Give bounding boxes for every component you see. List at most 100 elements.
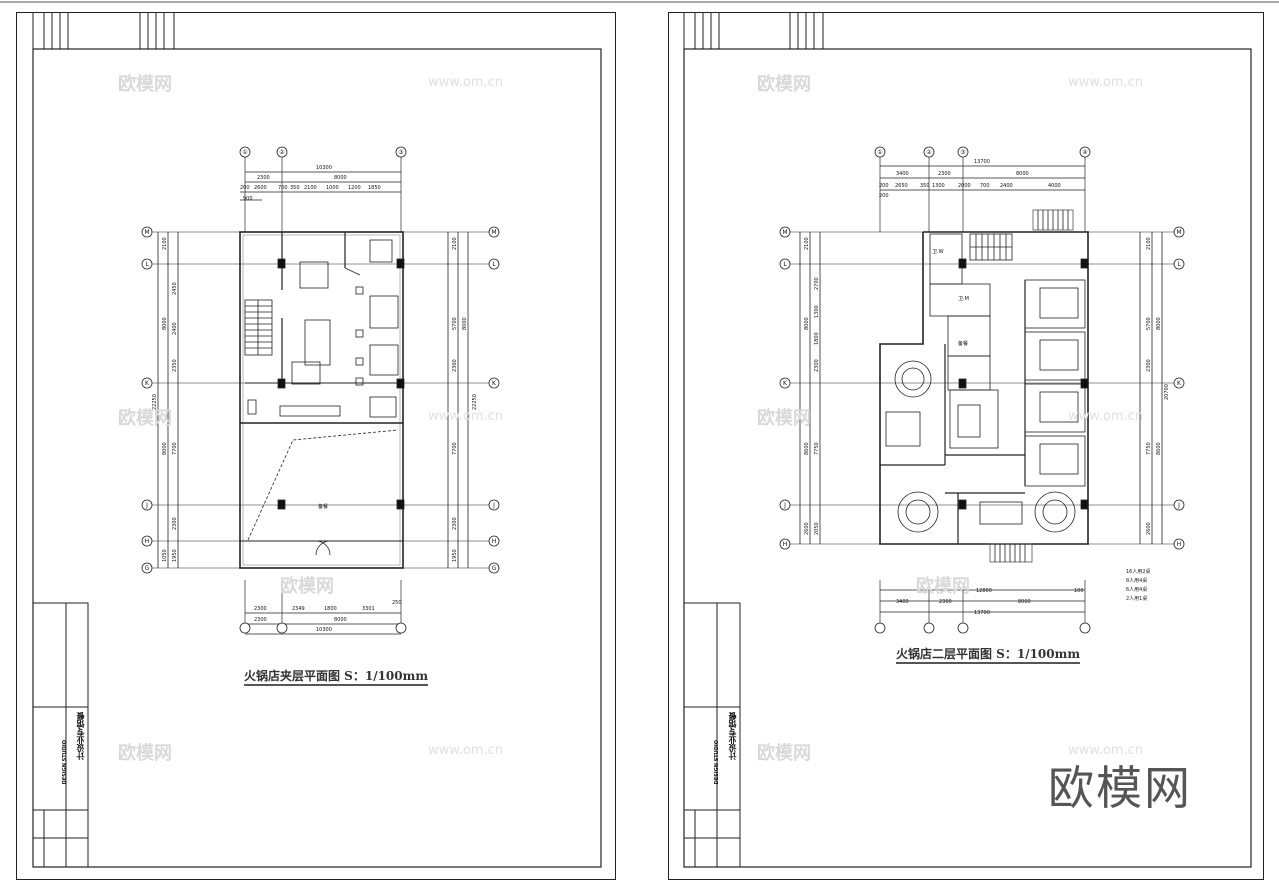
watermark-url: www.om.cn [428, 409, 503, 424]
axis-label: H [783, 541, 788, 548]
watermark-url: www.om.cn [1068, 409, 1143, 424]
dim-text: 1200 [348, 185, 361, 191]
dim-text: 2100 [452, 237, 458, 250]
dim-text: 8000 [804, 317, 810, 330]
dim-text: 1800 [324, 606, 337, 612]
right-drawing-caption: 火锅店二层平面图 S：1/100mm [896, 645, 1081, 664]
watermark-url: www.om.cn [1068, 75, 1143, 90]
axis-label: ① [877, 149, 882, 156]
dim-text: 1850 [368, 185, 381, 191]
axis-label: H [1177, 541, 1182, 548]
watermark-logo: 欧模网 [757, 743, 811, 764]
dim-text: 5700 [1146, 317, 1152, 330]
dim-text: 200 [879, 193, 889, 199]
axis-label: K [492, 380, 497, 387]
dim-text: 250 [392, 600, 402, 606]
legend-item: 6人用4桌 [1126, 587, 1148, 593]
room-label: 卫.M [958, 296, 969, 302]
dim-text: 7700 [172, 442, 178, 455]
axis-label: K [1177, 380, 1182, 387]
dim-text: 7700 [452, 442, 458, 455]
dim-text: 2300 [1146, 359, 1152, 372]
axis-label: J [145, 502, 148, 509]
table-legend: 16人用2桌 8人用4桌 6人用4桌 2人用1桌 [1126, 568, 1151, 604]
axis-label: L [492, 261, 496, 268]
dim-text: 2400 [1000, 183, 1013, 189]
dim-text: 2300 [172, 517, 178, 530]
right-axis-bubbles [779, 146, 1185, 634]
left-title-block-text: 计设业专馆餐 [76, 712, 85, 760]
dim-text: 2300 [254, 617, 267, 623]
axis-label: J [783, 502, 786, 509]
room-label: 卫.W [932, 249, 944, 255]
dim-text: 8000 [162, 442, 168, 455]
dim-text: 8000 [1018, 599, 1031, 605]
left-drawing-caption: 火锅店夹层平面图 S：1/100mm [244, 667, 429, 686]
dim-text: 1950 [452, 549, 458, 562]
dim-text: 8000 [162, 317, 168, 330]
room-label: 备餐 [318, 503, 328, 510]
legend-item: 16人用2桌 [1126, 569, 1151, 575]
axis-label: M [491, 229, 496, 236]
watermark-url: www.om.cn [428, 75, 503, 90]
dim-text: 8000 [462, 317, 468, 330]
watermark-url: www.om.cn [1068, 743, 1143, 758]
dim-text: 8000 [334, 617, 347, 623]
dim-text: 2450 [172, 282, 178, 295]
dim-text: 2700 [814, 277, 820, 290]
dim-text: 2600 [1146, 522, 1152, 535]
axis-label: M [1176, 229, 1181, 236]
dim-text: 2350 [172, 359, 178, 372]
dim-text: 2100 [162, 237, 168, 250]
dim-text: 2300 [814, 359, 820, 372]
dim-text: 350 [290, 185, 300, 191]
dim-text: 10300 [316, 627, 332, 633]
right-floor-plan [790, 157, 1175, 632]
dim-text: 2300 [254, 606, 267, 612]
dim-text: 2650 [895, 183, 908, 189]
left-frame [32, 13, 602, 868]
right-dimension-texts: 13700 3400 2300 8000 200 2650 350 1300 2… [879, 159, 1084, 616]
dim-text: 2100 [804, 237, 810, 250]
axis-label: J [1177, 502, 1180, 509]
dim-text: 8000 [334, 175, 347, 181]
dim-text: 7750 [814, 442, 820, 455]
watermark-logo: 欧模网 [118, 74, 172, 95]
dim-text: 1300 [814, 305, 820, 318]
legend-item: 8人用4桌 [1126, 578, 1148, 584]
dim-text: 8600 [1156, 442, 1162, 455]
dim-text: 1950 [172, 549, 178, 562]
right-frame [683, 13, 1252, 868]
right-title-block-small: DESIGN STUDIO [714, 740, 720, 785]
dim-text: 700 [278, 185, 288, 191]
watermark-logo: 欧模网 [280, 576, 334, 597]
legend-item: 2人用1桌 [1126, 596, 1148, 602]
dim-text: 13700 [974, 610, 990, 616]
dim-text: 2349 [292, 606, 305, 612]
dim-text: 2600 [804, 522, 810, 535]
dim-text: 2300 [939, 599, 952, 605]
dim-text: 8000 [1016, 171, 1029, 177]
watermark-logo: 欧模网 [757, 74, 811, 95]
dim-text: 2100 [1146, 237, 1152, 250]
axis-label: M [144, 229, 149, 236]
axis-label: G [145, 565, 150, 572]
dim-text: 3400 [896, 171, 909, 177]
dim-text: 700 [980, 183, 990, 189]
dim-text: 2000 [958, 183, 971, 189]
axis-label: M [782, 229, 787, 236]
dim-text: 3301 [362, 606, 375, 612]
axis-label: ① [242, 149, 247, 156]
dim-text: 2300 [452, 359, 458, 372]
dim-text: 12800 [976, 588, 992, 594]
dim-text: 2300 [938, 171, 951, 177]
dim-text: 3400 [896, 599, 909, 605]
axis-label: H [492, 538, 497, 545]
axis-label: L [145, 261, 149, 268]
dim-text: 7750 [1146, 442, 1152, 455]
axis-label: ② [926, 149, 932, 156]
dim-text: 200 [879, 183, 889, 189]
dim-text: 2050 [814, 522, 820, 535]
dim-text: 22250 [472, 394, 478, 410]
